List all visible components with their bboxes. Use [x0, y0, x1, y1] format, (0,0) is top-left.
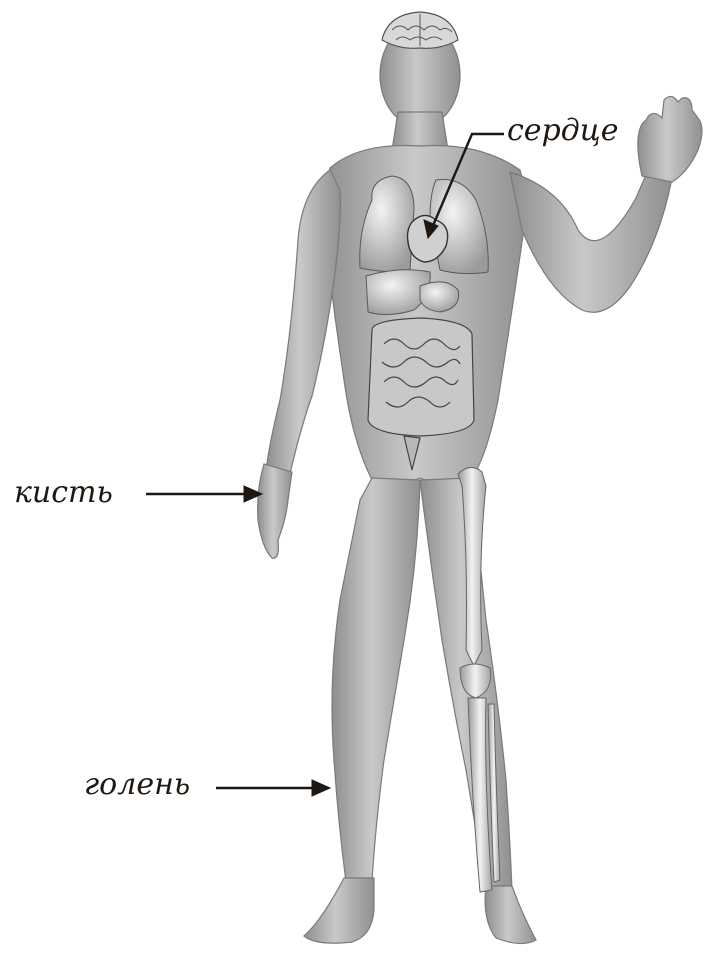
foot-left	[304, 878, 374, 943]
neck	[392, 112, 448, 150]
shin-pointer-arrowhead	[312, 780, 330, 796]
label-shin: голень	[84, 770, 190, 800]
label-hand: кисть	[14, 478, 113, 508]
raised-arm	[510, 170, 672, 312]
raised-hand	[638, 96, 702, 182]
hanging-hand	[258, 464, 292, 558]
leg-left	[332, 478, 420, 882]
hanging-arm	[266, 170, 340, 474]
label-heart: сердце	[507, 116, 618, 146]
foot-right	[485, 886, 536, 944]
brain	[382, 12, 458, 48]
